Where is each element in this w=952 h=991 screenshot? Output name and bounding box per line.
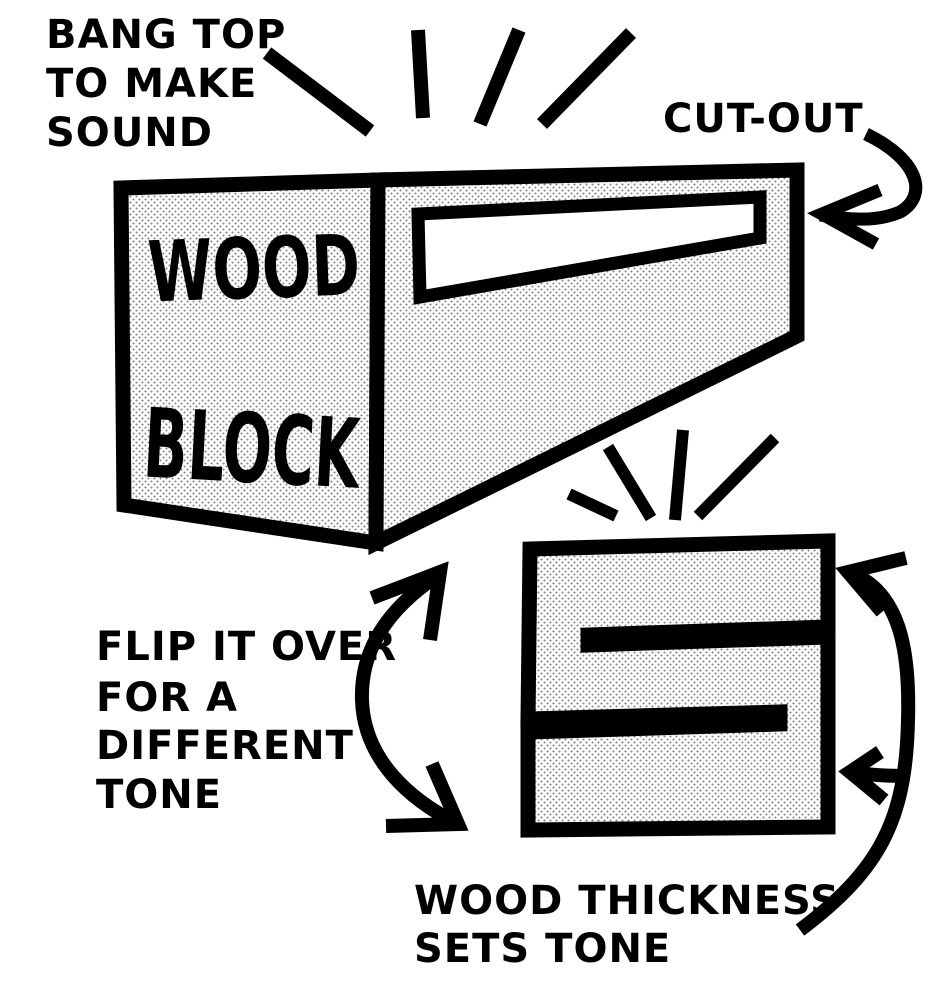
cut-out-arrow: [807, 128, 923, 250]
flip-arrow: [354, 561, 469, 833]
label-flip-over: FLIP IT OVER FOR A DIFFERENT TONE: [96, 624, 397, 818]
label-flip-line1: FLIP IT OVER: [96, 624, 397, 670]
impact-lines-top: [262, 27, 637, 137]
label-bang-top-line2: TO MAKE: [46, 61, 257, 107]
label-flip-line2: FOR A: [96, 675, 238, 721]
label-bang-top-line3: SOUND: [46, 110, 213, 156]
impact-lines-bottom: [566, 429, 780, 522]
label-cut-out: CUT-OUT: [663, 96, 864, 142]
label-bang-top-line1: BANG TOP: [46, 12, 286, 58]
label-flip-line4: TONE: [96, 772, 222, 818]
thickness-arrow: [795, 551, 916, 936]
label-flip-line3: DIFFERENT: [96, 723, 354, 769]
block-text-wood: WOOD: [146, 216, 361, 321]
cut-out-slot: [411, 190, 767, 305]
wood-block: WOOD BLOCK: [113, 162, 805, 556]
block-text-block: BLOCK: [141, 388, 365, 511]
label-thickness: WOOD THICKNESS SETS TONE: [414, 878, 840, 972]
label-thickness-line1: WOOD THICKNESS: [414, 878, 840, 924]
s-cross-section: [520, 533, 836, 838]
label-bang-top: BANG TOP TO MAKE SOUND: [46, 12, 286, 156]
s-shape: [520, 533, 836, 838]
label-thickness-line2: SETS TONE: [414, 926, 671, 972]
